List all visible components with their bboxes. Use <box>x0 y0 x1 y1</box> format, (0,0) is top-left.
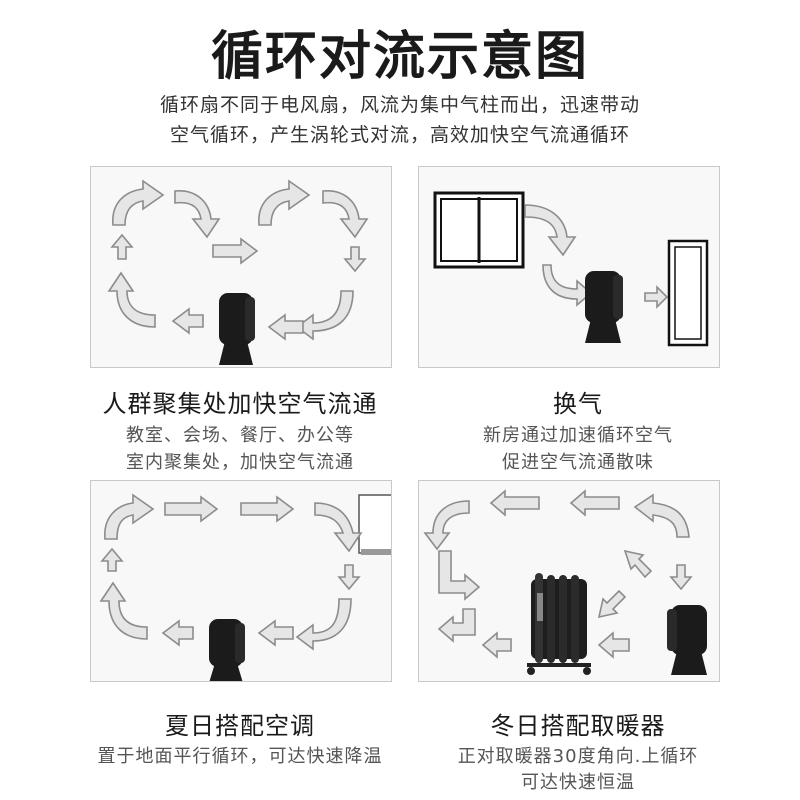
airflow-arrow-icon <box>322 190 369 239</box>
panel-2-desc-line-2: 促进空气流通散味 <box>502 452 654 473</box>
panel-1-desc-line-2: 室内聚集处，加快空气流通 <box>126 452 354 473</box>
panel-3-desc-line-1: 置于地面平行循环，可达快速降温 <box>97 746 383 767</box>
airflow-arrow-icon <box>489 489 540 517</box>
door-icon <box>667 239 709 347</box>
panel-4-desc-line-1: 正对取暖器30度角向.上循环 <box>457 746 699 767</box>
airflow-arrow-icon <box>343 246 367 273</box>
panel-summer-ac <box>90 480 392 682</box>
summer-ac-diagram <box>99 493 391 681</box>
airflow-arrow-icon <box>107 271 156 328</box>
airflow-arrow-icon <box>337 564 361 591</box>
airflow-arrow-icon <box>597 589 627 619</box>
airflow-arrow-icon <box>100 547 124 572</box>
airflow-arrow-icon <box>623 549 653 579</box>
airflow-arrow-icon <box>212 237 259 265</box>
oil-heater-icon <box>527 573 591 675</box>
airflow-arrow-icon <box>171 307 204 335</box>
panel-3-caption: 夏日搭配空调 <box>165 712 315 740</box>
airflow-arrow-icon <box>110 233 134 260</box>
airflow-arrow-icon <box>669 564 693 591</box>
panel-crowd-circulation <box>90 166 392 368</box>
crowd-airflow-diagram <box>107 179 369 365</box>
airflow-arrow-icon <box>524 204 577 257</box>
airflow-arrow-icon <box>644 285 669 309</box>
panel-ventilation <box>418 166 720 368</box>
airflow-arrow-icon <box>295 598 352 651</box>
panel-winter-heater <box>418 480 720 682</box>
panel-4-caption: 冬日搭配取暖器 <box>490 712 666 740</box>
window-icon <box>433 191 525 269</box>
airflow-arrow-icon <box>174 190 221 239</box>
airflow-arrow-icon <box>164 495 219 523</box>
fan-icon <box>585 271 623 343</box>
airflow-arrow-icon <box>240 495 295 523</box>
fan-icon <box>209 619 245 681</box>
airflow-arrow-icon <box>633 493 690 538</box>
panel-1-caption: 人群聚集处加快空气流通 <box>102 390 378 418</box>
air-conditioner-icon <box>358 494 391 555</box>
airflow-arrow-icon <box>438 550 481 601</box>
subtitle-line-1: 循环扇不同于电风扇，风流为集中气柱而出，迅速带动 <box>159 94 640 116</box>
airflow-arrow-icon <box>569 489 620 517</box>
airflow-arrow-icon <box>314 502 363 553</box>
airflow-arrow-icon <box>258 179 311 226</box>
airflow-arrow-icon <box>267 313 304 341</box>
airflow-arrow-icon <box>423 500 470 551</box>
panel-2-desc-line-1: 新房通过加速循环空气 <box>483 425 673 446</box>
panel-1-desc-line-1: 教室、会场、餐厅、办公等 <box>126 425 354 446</box>
panel-4-desc-line-2: 可达快速恒温 <box>521 772 635 793</box>
airflow-arrow-icon <box>112 179 165 226</box>
airflow-arrow-icon <box>104 493 155 540</box>
airflow-arrow-icon <box>542 264 593 307</box>
winter-heater-diagram <box>423 489 707 675</box>
airflow-arrow-icon <box>99 581 148 640</box>
fan-icon <box>667 605 707 675</box>
fan-icon <box>219 293 255 365</box>
subtitle-line-2: 空气循环，产生涡轮式对流，高效加快空气流通循环 <box>169 124 630 146</box>
airflow-arrow-icon <box>295 290 354 341</box>
airflow-arrow-icon <box>437 608 476 643</box>
airflow-arrow-icon <box>161 619 194 647</box>
panel-2-caption: 换气 <box>553 390 603 418</box>
ventilation-diagram <box>433 191 709 347</box>
airflow-arrow-icon <box>257 619 294 647</box>
airflow-arrow-icon <box>597 631 630 659</box>
page-title: 循环对流示意图 <box>210 27 589 87</box>
airflow-arrow-icon <box>481 631 512 659</box>
